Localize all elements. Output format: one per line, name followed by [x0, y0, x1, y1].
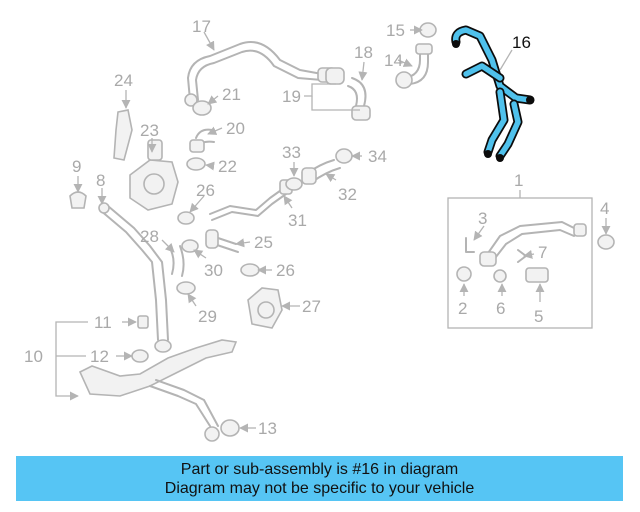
caption-banner: Part or sub-assembly is #16 in diagram D…	[16, 456, 623, 501]
part-13-o-ring[interactable]	[220, 419, 240, 437]
callout-8: 8	[96, 171, 105, 190]
callout-10: 10	[24, 347, 43, 366]
callout-17: 17	[192, 17, 211, 36]
part-14-elbow[interactable]	[395, 43, 433, 89]
part-21-clamp[interactable]	[192, 100, 212, 116]
callout-labels: 17 15 16 18 14 24 21 19 23 20 33 34 9 22…	[24, 17, 609, 438]
callout-21: 21	[222, 85, 241, 104]
sub-assembly-box-1	[447, 190, 593, 329]
callout-29: 29	[198, 307, 217, 326]
callout-14: 14	[384, 51, 403, 70]
caption-line-2: Diagram may not be specific to your vehi…	[164, 479, 475, 497]
callout-1: 1	[514, 171, 523, 190]
callout-12: 12	[90, 347, 109, 366]
part-22-clamp[interactable]	[186, 157, 206, 171]
part-34-clamp[interactable]	[335, 148, 353, 164]
callout-24: 24	[114, 71, 133, 90]
callout-5: 5	[534, 307, 543, 326]
callout-25: 25	[254, 233, 273, 252]
part-16-coolant-hose-highlighted[interactable]	[451, 25, 535, 162]
part-32-hose[interactable]	[301, 159, 341, 185]
part-33-clamp[interactable]	[285, 177, 303, 191]
part-26-clamp-lower[interactable]	[240, 263, 260, 277]
callout-30: 30	[204, 261, 223, 280]
part-26-clamp-upper[interactable]	[177, 211, 195, 225]
callout-33: 33	[282, 143, 301, 162]
part-2-seal[interactable]	[456, 266, 472, 282]
callout-27: 27	[302, 297, 321, 316]
part-27-housing[interactable]	[247, 287, 283, 329]
part-17-coolant-pipe[interactable]	[184, 41, 337, 107]
callout-9: 9	[72, 157, 81, 176]
part-9-clamp[interactable]	[69, 191, 87, 209]
part-23-water-pump[interactable]	[129, 139, 179, 211]
callout-4: 4	[600, 199, 609, 218]
callout-6: 6	[496, 299, 505, 318]
callout-2: 2	[458, 299, 467, 318]
part-3-clip[interactable]	[465, 237, 475, 253]
part-31-pipe[interactable]	[209, 179, 293, 221]
part-12-gasket[interactable]	[131, 349, 149, 363]
part-30-clamp[interactable]	[181, 239, 199, 253]
callout-26-lower: 26	[276, 261, 295, 280]
caption-line-1: Part or sub-assembly is #16 in diagram	[180, 460, 459, 478]
callout-15: 15	[386, 21, 405, 40]
part-10-lower-pipe[interactable]	[78, 339, 238, 442]
callout-3: 3	[478, 209, 487, 228]
callout-32: 32	[338, 185, 357, 204]
leader-lines	[55, 25, 611, 433]
part-24-bracket[interactable]	[113, 109, 133, 161]
part-8-coolant-pipe[interactable]	[98, 202, 172, 353]
callout-7: 7	[538, 243, 547, 262]
parts-diagram: 17 15 16 18 14 24 21 19 23 20 33 34 9 22…	[24, 17, 615, 442]
callout-22: 22	[218, 157, 237, 176]
callout-34: 34	[368, 147, 387, 166]
part-15-clamp[interactable]	[419, 22, 437, 38]
callout-19: 19	[282, 87, 301, 106]
part-18-hose[interactable]	[325, 67, 371, 121]
part-4-clamp[interactable]	[597, 234, 615, 250]
part-11-bolt[interactable]	[137, 315, 149, 329]
part-6-seal[interactable]	[493, 269, 507, 283]
part-sub-assembly-hose[interactable]	[479, 221, 587, 267]
callout-31: 31	[288, 211, 307, 230]
part-25-hose[interactable]	[205, 229, 239, 253]
callout-28: 28	[140, 227, 159, 246]
callout-18: 18	[354, 43, 373, 62]
part-29-clamp[interactable]	[176, 281, 196, 295]
callout-13: 13	[258, 419, 277, 438]
callout-11: 11	[94, 313, 112, 332]
callout-16: 16	[512, 33, 531, 52]
callout-20: 20	[226, 119, 245, 138]
part-5-sensor[interactable]	[525, 267, 549, 283]
callout-23: 23	[140, 121, 159, 140]
callout-26-upper: 26	[196, 181, 215, 200]
